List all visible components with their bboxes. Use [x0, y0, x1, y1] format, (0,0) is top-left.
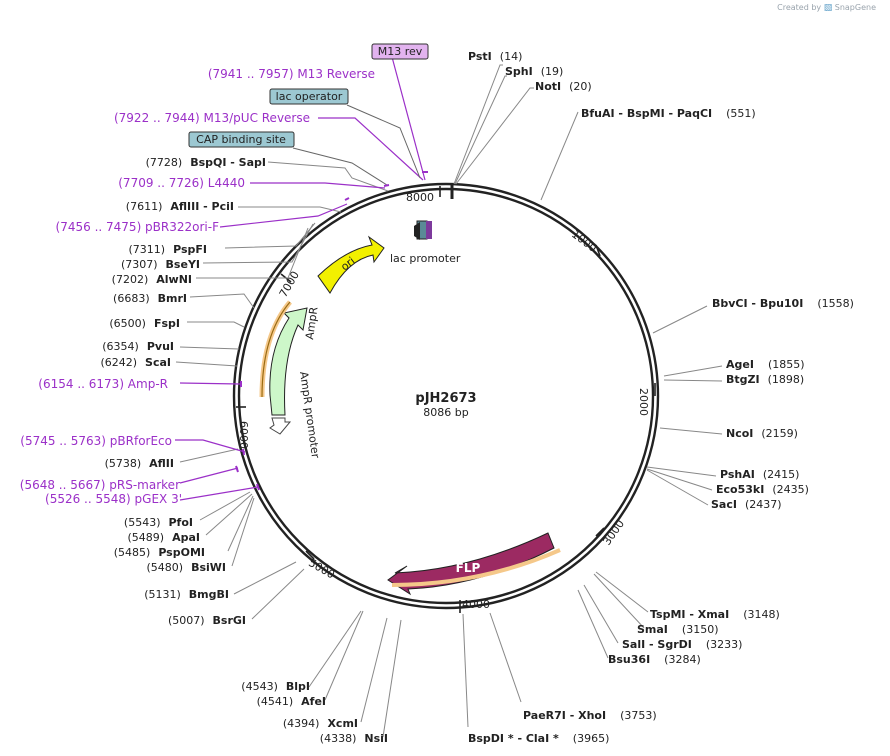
enzyme-label: BspDI * - ClaI *(3965) [468, 732, 609, 745]
lac-promoter-feature [414, 220, 432, 240]
ampr-label: AmpR [303, 306, 320, 341]
enzyme-label: (6500)FspI [109, 317, 180, 330]
enzyme-label: NotI(20) [535, 80, 592, 93]
tick-label-8000: 8000 [406, 191, 434, 204]
branding-created-by: Created by [777, 3, 822, 12]
primer-label: (5745 .. 5763) pBRforEco [20, 434, 172, 448]
enzyme-label: BbvCI - Bpu10I(1558) [712, 297, 854, 310]
enzyme-label: Bsu36I(3284) [608, 653, 701, 666]
enzyme-label: (6354)PvuI [102, 340, 174, 353]
lac-operator-box-label: lac operator [276, 90, 343, 103]
plasmid-name: pJH2673 [415, 391, 476, 406]
flp-label: FLP [456, 561, 481, 575]
ampr-highlight-edge [261, 301, 291, 398]
enzyme-label: PshAI(2415) [720, 468, 799, 481]
enzyme-label: (5485)PspOMI [114, 546, 205, 559]
enzyme-label: (7307)BseYI [121, 258, 200, 271]
feature-labels: (7941 .. 7957) M13 Reverse (7922 .. 7944… [20, 67, 375, 506]
enzyme-label: TspMI - XmaI(3148) [650, 608, 780, 621]
flp-feature [387, 532, 555, 596]
enzyme-label: (7202)AlwNI [112, 273, 192, 286]
backbone-outer-circle [232, 182, 660, 610]
tick-label-3000: 3000 [600, 517, 627, 547]
enzyme-lines-right [453, 64, 723, 728]
enzyme-label: PaeR7I - XhoI(3753) [523, 709, 657, 722]
enzyme-label: (7311)PspFI [129, 243, 207, 256]
enzyme-label: SphI(19) [505, 65, 563, 78]
enzyme-label: NcoI(2159) [726, 427, 798, 440]
snapgene-branding: Created by ▧ SnapGene [777, 3, 876, 13]
tick-label-4000: 4000 [462, 598, 490, 611]
enzyme-label: SalI - SgrDI(3233) [622, 638, 742, 651]
primer-label: (5526 .. 5548) pGEX 3' [45, 492, 182, 506]
primer-label: (7709 .. 7726) L4440 [118, 176, 245, 190]
site-markers [235, 171, 428, 491]
enzyme-label: (7611)AflIII - PciI [126, 200, 234, 213]
plasmid-length: 8086 bp [423, 406, 468, 419]
enzyme-label: SacI(2437) [711, 498, 782, 511]
enzyme-label: (4394)XcmI [283, 717, 358, 730]
ampr-promoter-label: AmpR promoter [297, 371, 322, 460]
enzyme-label: BtgZI(1898) [726, 373, 804, 386]
primer-label: (7941 .. 7957) M13 Reverse [208, 67, 375, 81]
m13-rev-box [371, 43, 429, 60]
enzyme-lines-left [175, 161, 402, 738]
enzyme-label: (6683)BmrI [113, 292, 187, 305]
enzyme-label: AgeI(1855) [726, 358, 805, 371]
enzyme-label: (5738)AflII [105, 457, 174, 470]
snapgene-logo-icon: ▧ [823, 3, 833, 13]
enzyme-label: (4338)NsiI [320, 732, 388, 745]
enzyme-label: (5489)ApaI [128, 531, 200, 544]
primer-label: (6154 .. 6173) Amp-R [38, 377, 168, 391]
enzyme-labels-left: (7728)BspQI - SapI (7611)AflIII - PciI (… [100, 156, 388, 745]
enzyme-label: Eco53kI(2435) [716, 483, 809, 496]
enzyme-label: (5480)BsiWI [146, 561, 226, 574]
primer-label: (5648 .. 5667) pRS-marker [20, 478, 180, 492]
enzyme-labels-right: PstI(14) SphI(19) NotI(20) BfuAI - BspMI… [468, 50, 854, 745]
primer-label: (7456 .. 7475) pBR322ori-F [56, 220, 220, 234]
tick-label-2000: 2000 [637, 388, 650, 416]
enzyme-label: (4543)BlpI [241, 680, 310, 693]
enzyme-label: (5007)BsrGI [168, 614, 246, 627]
enzyme-label: SmaI(3150) [637, 623, 718, 636]
cap-binding-box-label: CAP binding site [196, 133, 286, 146]
primer-label: (7922 .. 7944) M13/pUC Reverse [114, 111, 310, 125]
flp-highlight [391, 548, 561, 587]
ori-feature [317, 235, 385, 294]
ampr-promoter-feature [269, 417, 292, 435]
feature-lines [175, 56, 426, 501]
branding-app: SnapGene [834, 3, 876, 12]
enzyme-label: PstI(14) [468, 50, 522, 63]
enzyme-label: BfuAI - BspMI - PaqCI(551) [581, 107, 756, 120]
enzyme-label: (7728)BspQI - SapI [146, 156, 266, 169]
ampr-feature [269, 307, 308, 416]
tick-label-6000: 6000 [237, 421, 250, 449]
enzyme-label: (6242)ScaI [100, 356, 171, 369]
enzyme-label: (4541)AfeI [257, 695, 326, 708]
backbone-inner-circle [237, 187, 655, 605]
enzyme-label: (5543)PfoI [124, 516, 193, 529]
lac-promoter-label: lac promoter [390, 252, 461, 265]
m13-rev-box-label: M13 rev [378, 45, 423, 58]
enzyme-label: (5131)BmgBI [144, 588, 229, 601]
cap-binding-box [188, 131, 295, 148]
lac-operator-box [269, 88, 349, 105]
box-lines [292, 104, 421, 186]
